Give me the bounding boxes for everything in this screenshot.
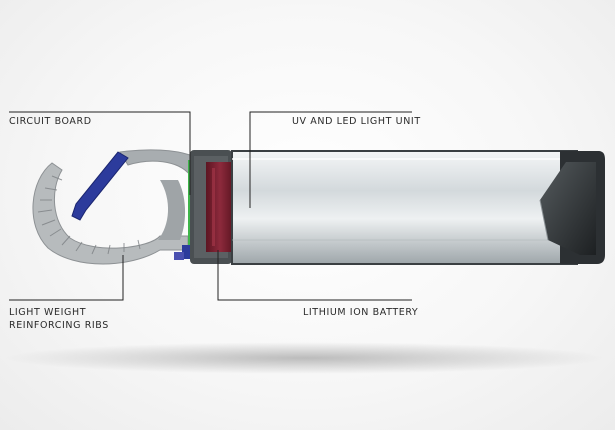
leader-line-uv-led	[249, 111, 412, 208]
label-circuit-board: CIRCUIT BOARD	[9, 116, 92, 127]
leader-line-circuit-board	[9, 111, 191, 195]
light-tube	[231, 150, 578, 265]
label-ribs-line2: REINFORCING RIBS	[9, 320, 109, 331]
leader-line-ribs	[9, 255, 124, 301]
leader-line-battery	[217, 250, 412, 301]
floor-shadow	[5, 342, 605, 374]
leader-lines	[9, 111, 412, 301]
reinforcing-ribs	[37, 175, 141, 255]
lithium-ion-battery	[206, 162, 234, 252]
label-uv-led-light-unit: UV AND LED LIGHT UNIT	[292, 116, 421, 127]
label-reinforcing-ribs: LIGHT WEIGHT REINFORCING RIBS	[9, 306, 109, 332]
label-ribs-line1: LIGHT WEIGHT	[9, 307, 87, 318]
label-lithium-ion-battery: LITHIUM ION BATTERY	[303, 307, 419, 318]
carabiner-gate	[71, 151, 129, 221]
carabiner-hook	[32, 149, 191, 265]
